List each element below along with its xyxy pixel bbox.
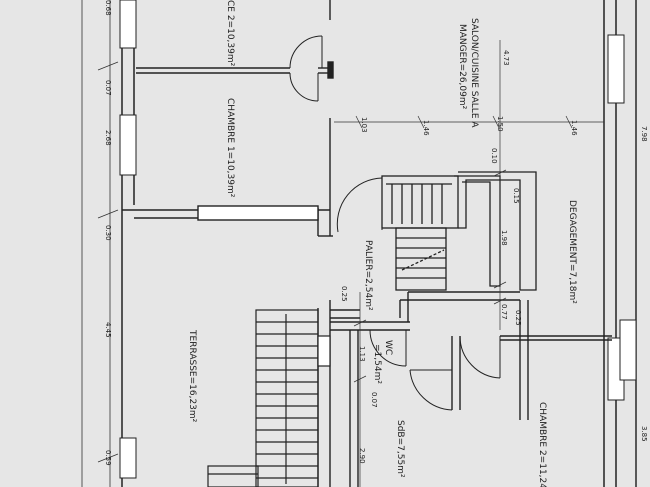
dim-left-030: 0.30 <box>104 225 112 241</box>
dim-left-059: 0.59 <box>104 450 112 466</box>
room-label-terrasse: TERRASSE=16,23m² <box>187 329 197 423</box>
room-label-chambre2: CHAMBRE 2=11,24m² <box>537 402 547 487</box>
dim-row-103: 1.03 <box>360 117 368 133</box>
dim-v-077: 0.77 <box>500 304 508 320</box>
stair-core <box>381 171 537 291</box>
dim-left-268: 2.68 <box>104 130 112 146</box>
windows-left <box>119 0 637 479</box>
dim-row-146a: 1.46 <box>422 120 430 136</box>
room-label-wc-line1: WC <box>383 340 393 355</box>
dim-v-290: 2.90 <box>358 448 366 464</box>
left-dimension-lines <box>81 0 119 487</box>
dim-v-007: 0.07 <box>370 392 378 408</box>
room-label-palier: PALIER=2,54m² <box>363 240 373 311</box>
dim-v-198: 1.98 <box>500 230 508 246</box>
room-label-chambre1: CHAMBRE 1=10,39m² <box>225 98 235 198</box>
dim-left-007: 0.07 <box>104 80 112 96</box>
room-label-sdb: SdB=7,55m² <box>395 420 405 478</box>
dimension-lines <box>334 0 637 487</box>
room-label-salon-line2: MANGER=26,09m² <box>457 24 467 110</box>
room-label-chambre-top: CE 2=10,39m² <box>225 0 235 67</box>
dim-v-025b: 0.25 <box>514 310 522 326</box>
dim-left-068: 0.68 <box>104 0 112 16</box>
dim-v-015: 0.15 <box>512 188 520 204</box>
dim-row-150: 1.50 <box>496 116 504 132</box>
terrace-stairs <box>207 309 331 487</box>
dim-top-473: 4.73 <box>502 50 510 66</box>
dim-v-113: 1.13 <box>358 346 366 362</box>
room-label-salon-line1: SALON/CUISINE SALLE A <box>469 18 479 128</box>
doors <box>289 35 501 411</box>
dim-right-798: 7.98 <box>640 126 648 142</box>
dim-right-385: 3.85 <box>640 426 648 442</box>
room-label-degagement: DEGAGEMENT=7,18m² <box>567 200 577 304</box>
dim-v-025a: 0.25 <box>340 286 348 302</box>
dim-v-010: 0.10 <box>490 148 498 164</box>
dim-left-445: 4.45 <box>104 322 112 338</box>
room-label-wc-line2: =1,54m² <box>372 344 382 384</box>
dim-row-146b: 1.46 <box>570 120 578 136</box>
